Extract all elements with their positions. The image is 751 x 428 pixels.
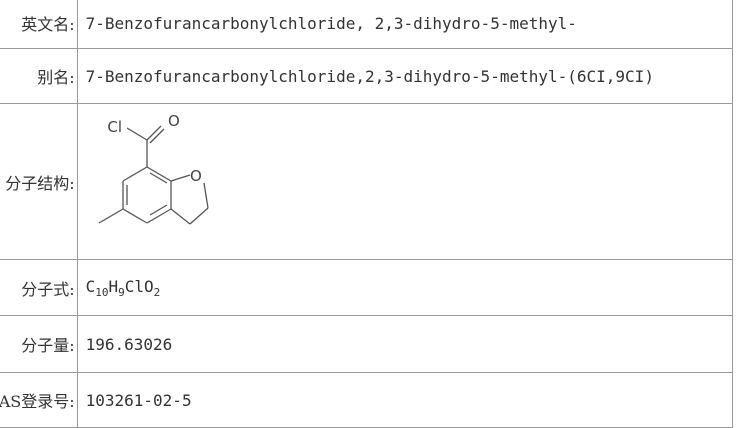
mass-value: 196.63026: [76, 315, 734, 373]
english-name-label: 英文名:: [0, 0, 78, 49]
row-mass: 分子量: 196.63026: [0, 315, 734, 373]
english-name-value: 7-Benzofurancarbonylchloride, 2,3-dihydr…: [76, 0, 734, 49]
formula-label: 分子式:: [0, 259, 78, 316]
structure-cell: Cl O O: [76, 103, 734, 260]
mass-label: 分子量:: [0, 315, 78, 373]
cas-value: 103261-02-5: [76, 372, 734, 428]
row-alias: 别名: 7-Benzofurancarbonylchloride,2,3-dih…: [0, 48, 734, 104]
formula-clo: ClO: [124, 276, 154, 296]
ring-oxygen-label: O: [190, 167, 202, 185]
formula-c-count: 10: [95, 285, 109, 299]
carbonyl-oxygen-label: O: [168, 112, 180, 130]
row-english-name: 英文名: 7-Benzofurancarbonylchloride, 2,3-d…: [0, 0, 734, 49]
formula-c: C: [85, 276, 96, 296]
formula-h: H: [108, 276, 119, 296]
compound-info-table: 英文名: 7-Benzofurancarbonylchloride, 2,3-d…: [0, 0, 734, 428]
formula-o-count: 2: [153, 285, 161, 299]
formula-h-count: 9: [118, 285, 125, 299]
cas-label: CAS登录号:: [0, 372, 78, 428]
formula-value: C10H9ClO2: [76, 259, 734, 316]
alias-label: 别名:: [0, 48, 78, 104]
row-formula: 分子式: C10H9ClO2: [0, 259, 734, 316]
molecule-structure-image: Cl O O: [98, 112, 209, 225]
alias-value: 7-Benzofurancarbonylchloride,2,3-dihydro…: [76, 48, 734, 104]
row-structure: 分子结构:: [0, 103, 734, 260]
row-cas: CAS登录号: 103261-02-5: [0, 372, 734, 428]
structure-label: 分子结构:: [0, 103, 78, 260]
chlorine-atom-label: Cl: [107, 118, 122, 136]
